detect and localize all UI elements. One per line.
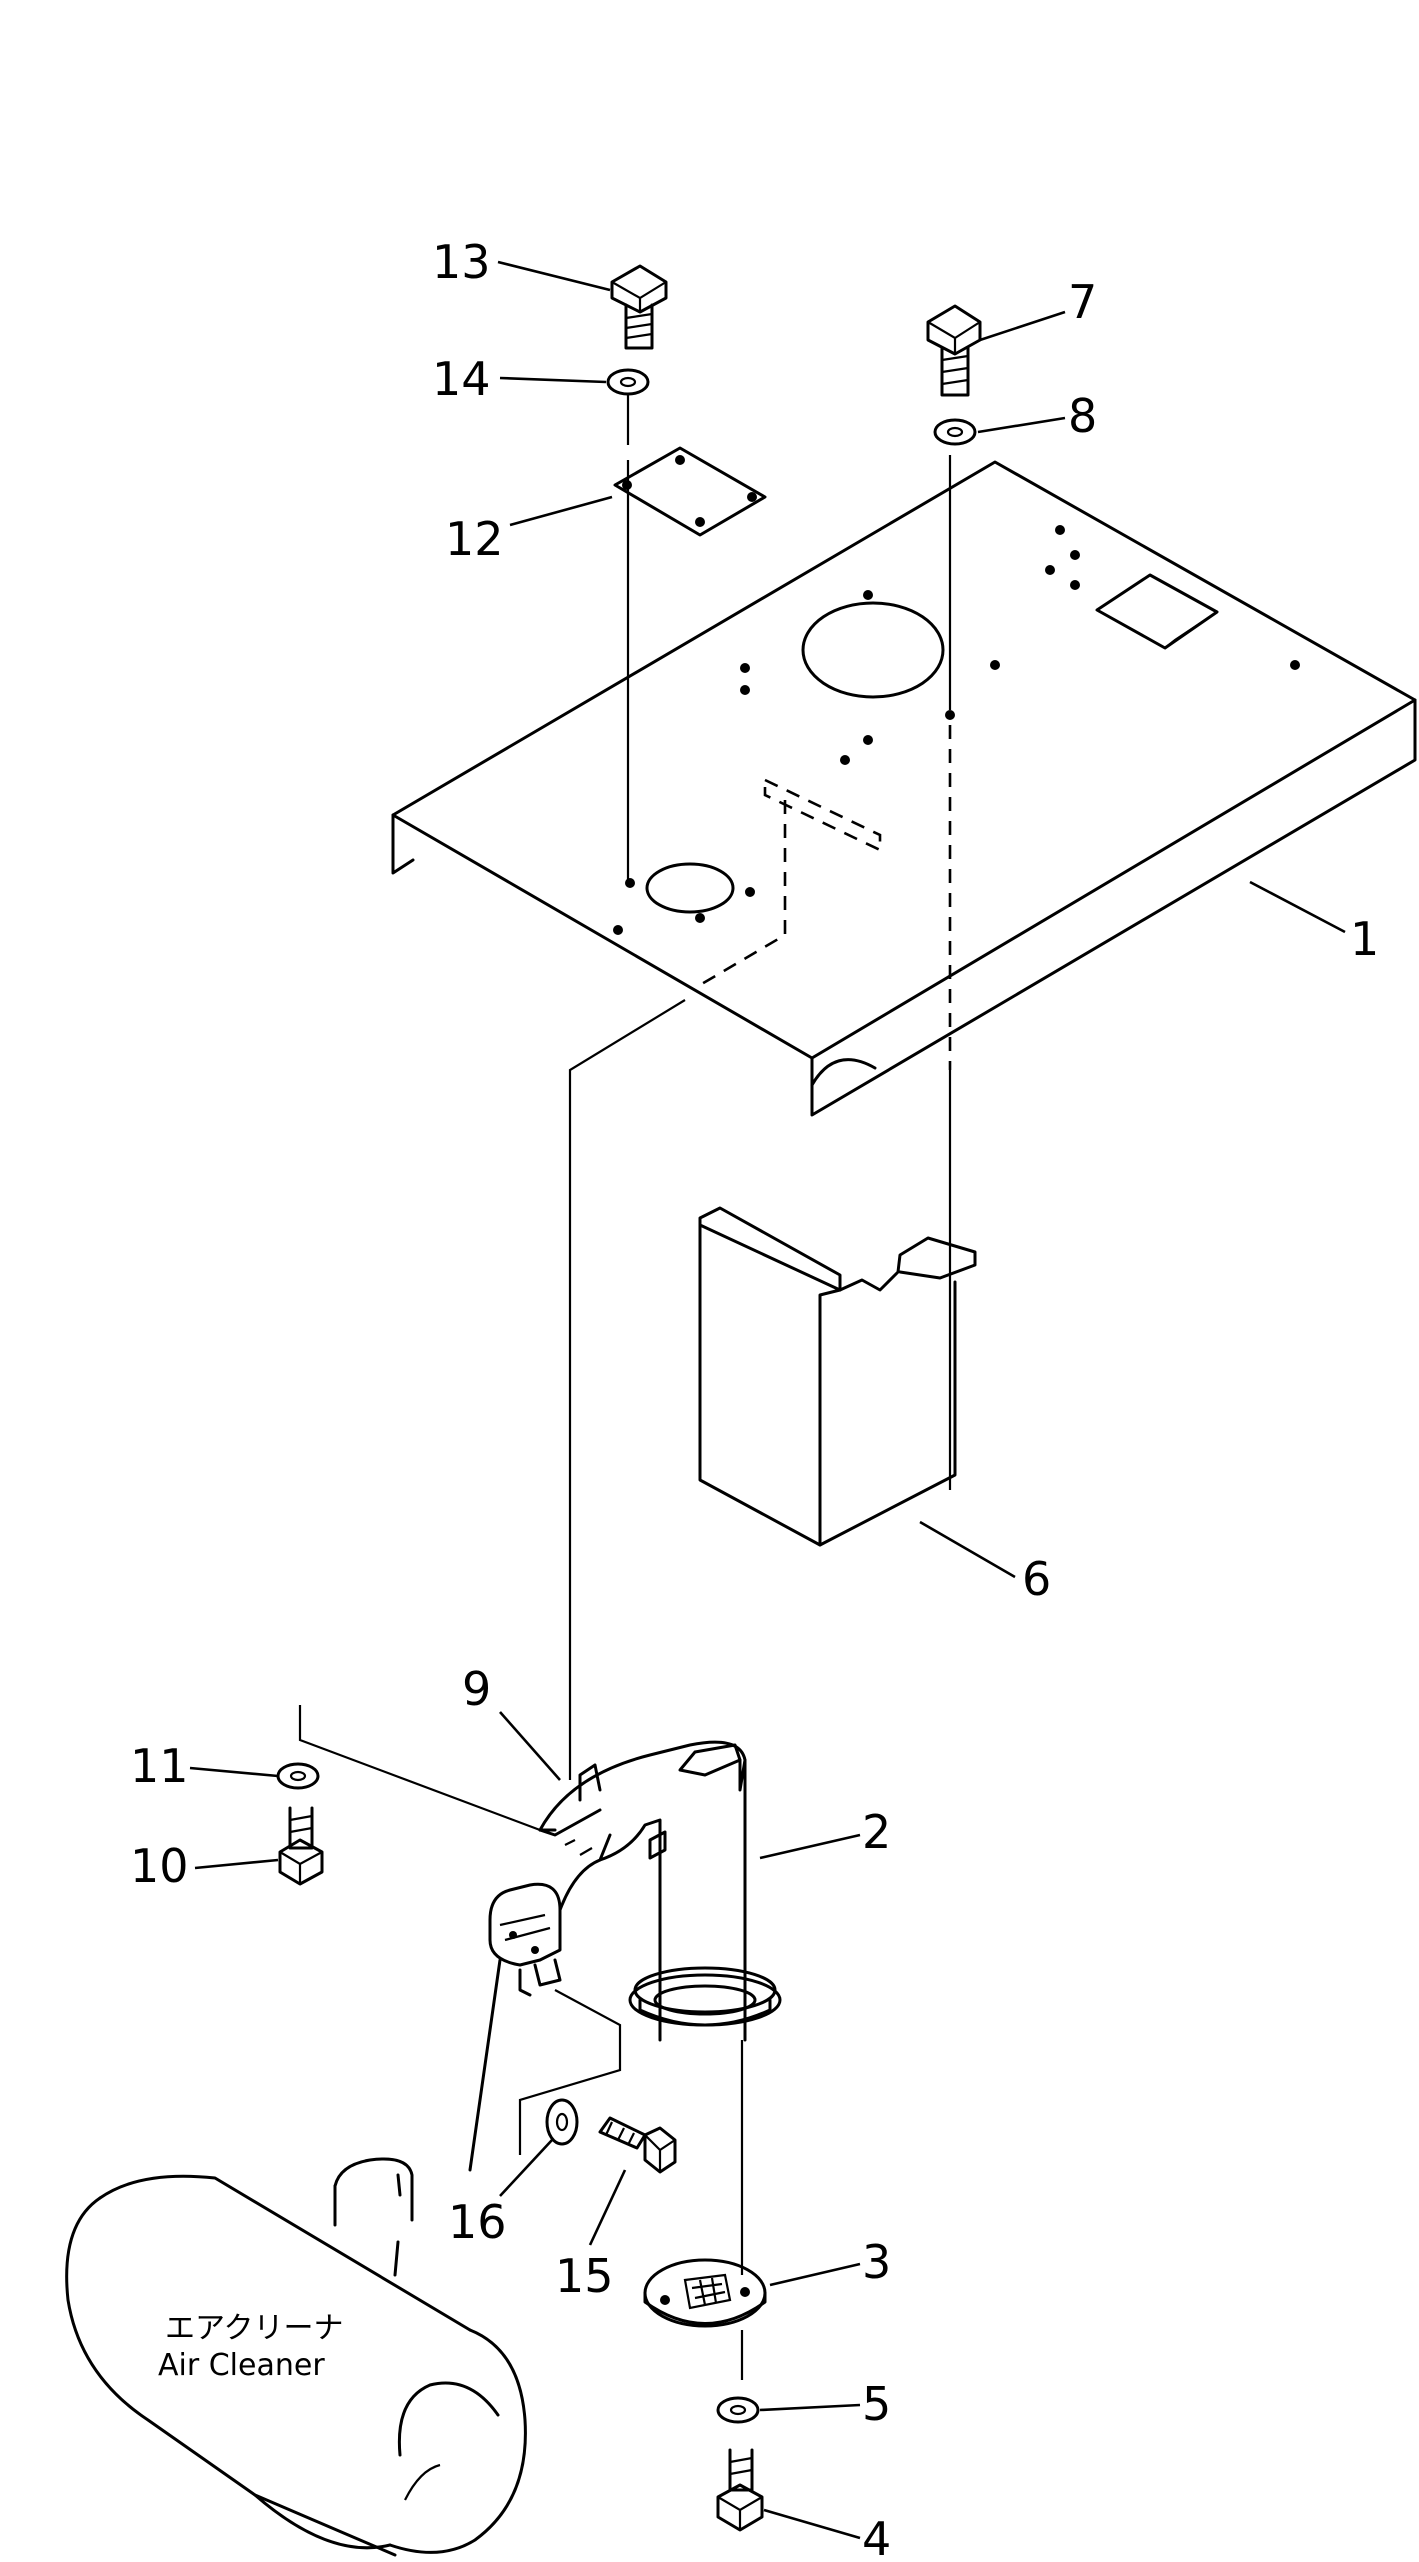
air-cleaner: エアクリーナ Air Cleaner	[65, 1958, 527, 2557]
bracket-6	[698, 1206, 977, 1547]
callout-9: 9	[462, 1662, 491, 1716]
callout-6: 6	[1022, 1552, 1051, 1606]
elbow-pipe-2	[538, 1740, 782, 2042]
plate-3	[643, 2258, 767, 2328]
callout-numbers: 13 14 12 7 8 1 6 9 11 10 2 16 15 3 5 4	[130, 235, 1379, 2562]
clamp	[488, 1882, 562, 1997]
bolt-4	[716, 2448, 764, 2532]
washer-11	[276, 1762, 320, 1790]
callout-15: 15	[555, 2249, 614, 2303]
air-cleaner-label-en: Air Cleaner	[158, 2348, 325, 2383]
callout-12: 12	[445, 512, 504, 566]
washer-5	[716, 2396, 760, 2424]
callout-8: 8	[1068, 389, 1097, 443]
callout-2: 2	[862, 1805, 891, 1859]
callout-11: 11	[130, 1739, 189, 1793]
callout-16: 16	[448, 2195, 507, 2249]
callout-5: 5	[862, 2377, 891, 2431]
washer-8	[933, 418, 977, 446]
callout-14: 14	[432, 352, 491, 406]
callout-3: 3	[862, 2235, 891, 2289]
callout-13: 13	[432, 235, 491, 289]
callout-7: 7	[1068, 275, 1097, 329]
callout-1: 1	[1350, 912, 1379, 966]
cover-12	[613, 446, 767, 537]
washer-16	[545, 2098, 579, 2146]
cover-plate	[391, 460, 1417, 1117]
bolt-10	[278, 1806, 324, 1886]
washer-14	[606, 368, 650, 396]
leader-lines	[189, 260, 1346, 2540]
callout-10: 10	[130, 1839, 189, 1893]
callout-4: 4	[862, 2512, 891, 2562]
bolt-7	[926, 304, 982, 397]
bolt-13	[610, 264, 668, 350]
bolt-15	[598, 2116, 677, 2174]
air-cleaner-label-jp: エアクリーナ	[165, 2311, 344, 2346]
